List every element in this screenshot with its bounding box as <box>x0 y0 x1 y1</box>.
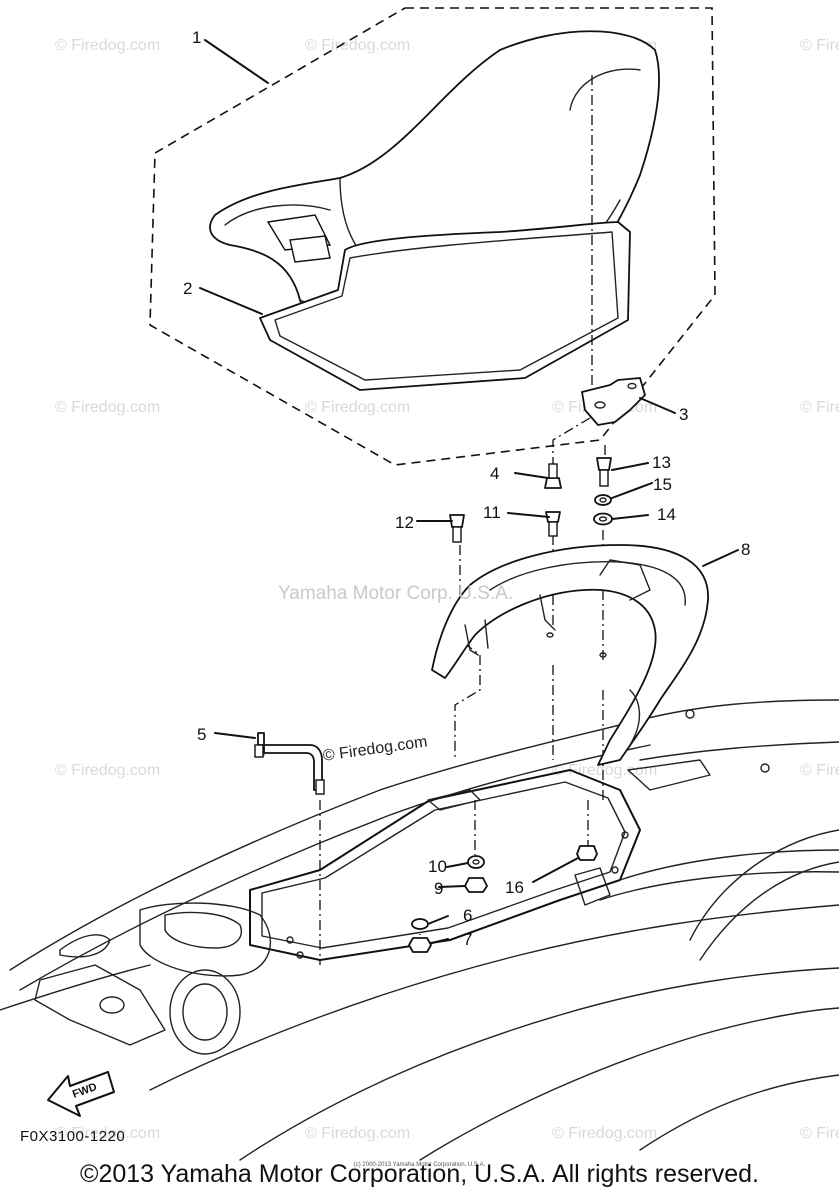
copyright-footer: ©2013 Yamaha Motor Corporation, U.S.A. A… <box>80 1160 759 1188</box>
callout-3: 3 <box>679 405 688 424</box>
bolt-4 <box>544 463 562 489</box>
forward-arrow-icon: FWD <box>47 1071 115 1117</box>
washer-10 <box>467 855 485 869</box>
callout-11: 11 <box>483 503 501 522</box>
watermark: © Firedog.com <box>55 37 160 54</box>
fine-print: (c) 2000-2013 Yamaha Motor Corporation, … <box>353 1162 486 1168</box>
watermark: © Firedog.com <box>552 1125 657 1142</box>
callouts: 1 2 3 4 5 6 7 8 9 10 11 12 13 14 15 16 <box>183 28 750 949</box>
callout-12: 12 <box>395 513 414 532</box>
watermark: © Firedog.com <box>800 37 839 54</box>
watermark: © Firedog.com <box>55 399 160 416</box>
watermark: © Firedog.com <box>55 762 160 779</box>
watermark: © Firedog.com <box>800 762 839 779</box>
nut-9 <box>464 877 488 893</box>
bracket <box>581 377 646 426</box>
pin-13 <box>596 457 612 487</box>
nut-7 <box>408 937 432 953</box>
watermark: © Firedog.com <box>800 1125 839 1142</box>
seat-kit-outline <box>149 7 716 466</box>
callout-10: 10 <box>428 857 447 876</box>
watermark: © Firedog.com <box>552 762 657 779</box>
washer-6 <box>411 918 429 930</box>
u-bolt <box>254 732 325 795</box>
callout-6: 6 <box>463 906 472 925</box>
washer-14 <box>593 512 613 526</box>
callout-5: 5 <box>197 725 206 744</box>
callout-14: 14 <box>657 505 676 524</box>
bolt-11 <box>545 511 561 537</box>
watermark: © Firedog.com <box>305 1125 410 1142</box>
leader-lines <box>199 39 739 944</box>
callout-9: 9 <box>434 879 443 898</box>
bolt-12 <box>449 514 465 543</box>
callout-15: 15 <box>653 475 672 494</box>
center-watermark: Yamaha Motor Corp. U.S.A. <box>278 583 514 604</box>
nut-16 <box>576 845 598 861</box>
callout-16: 16 <box>505 878 524 897</box>
assembly-lines <box>319 75 606 965</box>
watermark: © Firedog.com <box>305 37 410 54</box>
washer-15 <box>594 494 612 506</box>
callout-13: 13 <box>652 453 671 472</box>
watermark: © Firedog.com <box>55 1125 160 1142</box>
callout-4: 4 <box>490 464 499 483</box>
callout-8: 8 <box>741 540 750 559</box>
callout-1: 1 <box>192 28 201 47</box>
diagram-code: F0X3100-1220 <box>20 1128 126 1145</box>
grab-handle <box>431 544 709 766</box>
callout-2: 2 <box>183 279 192 298</box>
watermark: © Firedog.com <box>800 399 839 416</box>
hull-deck <box>0 699 839 1161</box>
callout-7: 7 <box>463 930 472 949</box>
watermark: © Firedog.com <box>305 399 410 416</box>
seat-base <box>259 214 631 391</box>
